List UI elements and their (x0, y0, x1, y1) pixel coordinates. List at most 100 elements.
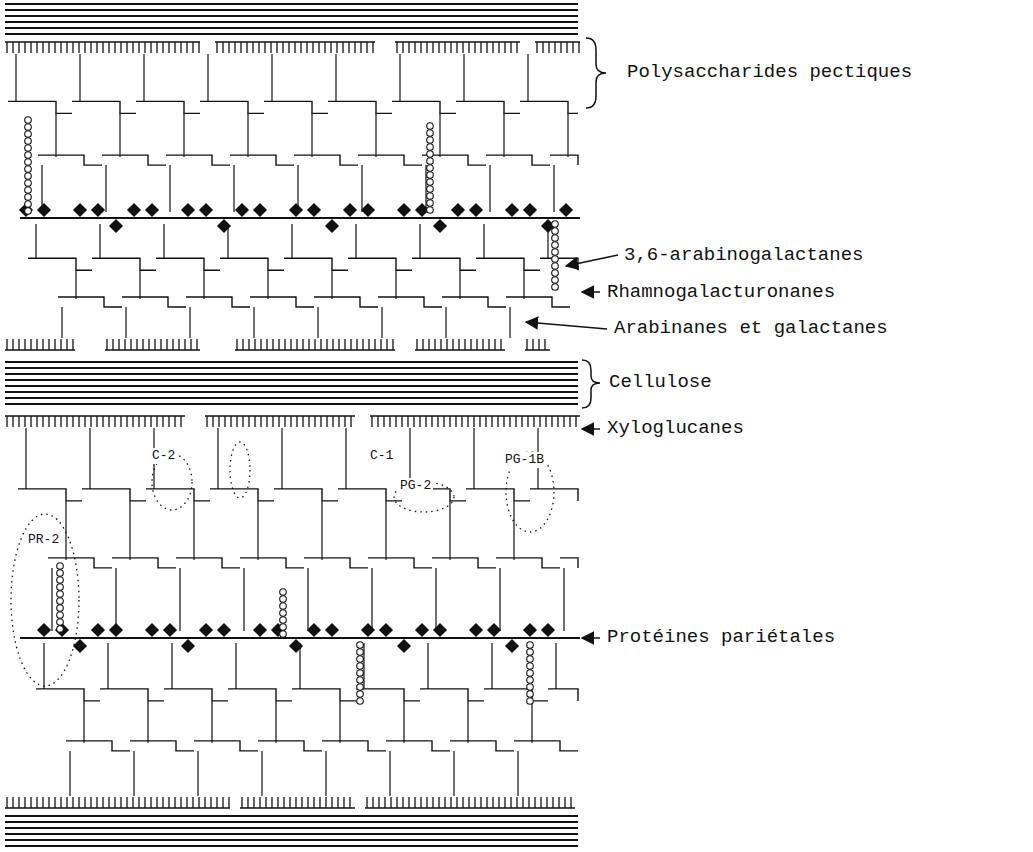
xyloglucan-tick (162, 416, 163, 427)
arabinogalactan-bead (57, 626, 64, 633)
pectin-side-chain (463, 54, 464, 101)
xyloglucan-tick (313, 797, 314, 808)
xyloglucan-tick (532, 339, 533, 350)
xyloglucan-tick (521, 416, 522, 427)
xyloglucan-tick (180, 416, 181, 427)
xyloglucan-tick (486, 42, 487, 53)
xyloglucan-tick (479, 416, 480, 427)
arabinan-galactan-chain (115, 568, 116, 631)
xyloglucan-tick (284, 339, 285, 350)
xyloglucan-tick (192, 42, 193, 53)
xyloglucan-tick (408, 42, 409, 53)
wall-protein (559, 203, 573, 217)
xyloglucan-tick (551, 416, 552, 427)
arabinogalactan-bead (280, 603, 287, 610)
xyloglucan-tick (271, 797, 272, 808)
xyloglucan-tick (48, 416, 49, 427)
xyloglucan-tick (204, 797, 205, 808)
xyloglucan-tick (174, 42, 175, 53)
arabinan-galactan-chain (267, 270, 268, 299)
xyloglucan-tick (564, 797, 565, 808)
xyloglucan-tick (66, 339, 67, 350)
arabinan-galactan-chain (147, 701, 148, 743)
xyloglucan-tick (277, 797, 278, 808)
cellulose-microfibril (5, 397, 578, 399)
xyloglucan-tick (114, 797, 115, 808)
arabinan-galactan-chain (325, 751, 326, 796)
xyloglucan-tick (402, 797, 403, 808)
xyloglucan-tick (450, 797, 451, 808)
xyloglucan-tick (259, 797, 260, 808)
arabinan-galactan-chain (439, 113, 440, 157)
arabinan-galactan-chain (531, 701, 532, 743)
xyloglucan-tick (320, 416, 321, 427)
xyloglucan-tick (114, 416, 115, 427)
xyloglucan-tick (120, 797, 121, 808)
pectin-side-chain (473, 428, 474, 489)
protein-axis (20, 217, 580, 219)
arabinan-galactan-chain (75, 270, 76, 299)
xyloglucan-tick (66, 42, 67, 53)
xyloglucan-tick (444, 797, 445, 808)
arabinogalactan-bead (25, 173, 32, 180)
xyloglucan-tick (332, 416, 333, 427)
xyloglucan-tick (366, 797, 367, 808)
cellulose-microfibril (5, 379, 578, 381)
arabinogalactan-bead (427, 207, 434, 214)
xyloglucan-tick (302, 339, 303, 350)
xyloglucan-chain (525, 349, 550, 351)
arabinan-galactan-chain (489, 165, 490, 212)
xyloglucan-tick (331, 797, 332, 808)
arabinogalactan-bead (427, 151, 434, 158)
xyloglucan-tick (338, 416, 339, 427)
arabinan-galactan-chain (179, 568, 180, 631)
arabinogalactan-bead (57, 591, 64, 598)
arabinan-galactan-chain (311, 113, 312, 157)
arabinogalactan-bead (552, 270, 559, 277)
xyloglucan-tick (362, 339, 363, 350)
xyloglucan-tick (444, 42, 445, 53)
arabinogalactan-bead (552, 263, 559, 270)
wall-protein (433, 623, 447, 637)
xyloglucan-tick (144, 42, 145, 53)
group-label: Cellulose (607, 371, 714, 394)
xyloglucan-tick (72, 797, 73, 808)
xyloglucan-tick (96, 797, 97, 808)
xyloglucan-tick (533, 416, 534, 427)
rhamnogalacturonan (58, 297, 570, 307)
xyloglucan-tick (258, 42, 259, 53)
xyloglucan-tick (184, 339, 185, 350)
xyloglucan-tick (254, 339, 255, 350)
wall-protein (181, 639, 195, 653)
xyloglucan-tick (228, 797, 229, 808)
pectin-side-chain (207, 54, 208, 101)
xyloglucan-tick (54, 339, 55, 350)
xyloglucan-tick (326, 339, 327, 350)
xyloglucan-tick (190, 339, 191, 350)
arabinogalactan-bead (552, 277, 559, 284)
xyloglucan-tick (575, 416, 576, 427)
xyloglucan-tick (206, 416, 207, 427)
arabinan-galactan-chain (211, 701, 212, 743)
xyloglucan-tick (308, 339, 309, 350)
arabinogalactan-bead (280, 617, 287, 624)
xyloglucan-tick (112, 339, 113, 350)
arabinogalactan-bead (357, 698, 364, 705)
part-label: 3,6-arabinogalactanes (622, 244, 865, 267)
arabinan-galactan-chain (119, 113, 120, 157)
pectin-side-chain (281, 428, 282, 489)
xyloglucan-tick (296, 339, 297, 350)
arabinogalactan-bead (357, 691, 364, 698)
xyloglucan-tick (138, 42, 139, 53)
xyloglucan-tick (414, 797, 415, 808)
xyloglucan-tick (288, 42, 289, 53)
xyloglucan-tick (425, 416, 426, 427)
wall-protein (469, 203, 483, 217)
leader-line (582, 291, 600, 293)
xyloglucan-tick (278, 339, 279, 350)
xyloglucan-tick (443, 416, 444, 427)
xyloglucan-tick (462, 42, 463, 53)
wall-protein (37, 203, 51, 217)
xyloglucan-tick (230, 416, 231, 427)
xyloglucan-tick (150, 42, 151, 53)
